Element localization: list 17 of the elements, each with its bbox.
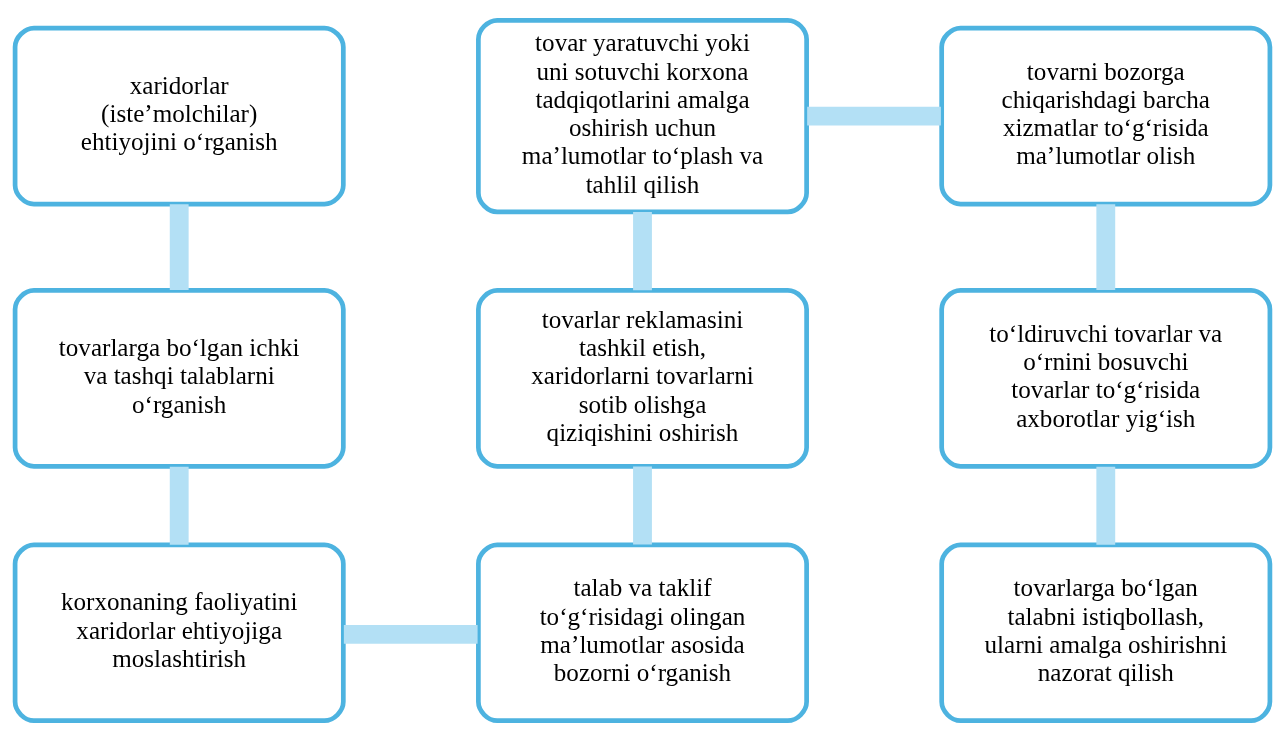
- node-box: korxonaning faoliyatini xaridorlar ehtiyojiga moslashtirish: [12, 541, 346, 723]
- connector: [169, 466, 189, 545]
- connector: [1096, 203, 1116, 290]
- connector: [633, 211, 652, 290]
- connector: [807, 106, 941, 125]
- node-box: tovarlarga bo‘lgan ichki va tashqi talablarni o‘rganish: [12, 287, 346, 469]
- node-box: tovarlarga bo‘lgan talabni istiqbollash, ularni amalga oshirishni nazorat qilish: [939, 541, 1273, 723]
- node-box: to‘ldiruvchi tovarlar va o‘rnini bosuvchi tovarlar to‘g‘risida axborotlar yig‘ish: [939, 287, 1273, 469]
- node-box: tovarlar reklamasini tashkil etish, xaridorlarni tovarlarni sotib olishga qiziqishini oshirish: [476, 287, 809, 469]
- node-box: tovarni bozorga chiqarishdagi barcha xizmatlar to‘g‘risida ma’lumotlar olish: [939, 25, 1273, 206]
- node-box: xaridorlar (iste’molchilar) ehtiyojini o‘rganish: [12, 25, 346, 206]
- connector: [1096, 466, 1116, 545]
- connector: [343, 624, 478, 644]
- node-box: talab va taklif to‘g‘risidagi olingan ma’lumotlar asosida bozorni o‘rganish: [476, 541, 809, 723]
- node-box: tovar yaratuvchi yoki uni sotuvchi korxona tadqiqotlarini amalga oshirish uchun ma’lumotlar to‘plash va tahlil qilish: [476, 17, 809, 214]
- connector: [633, 465, 652, 544]
- connector: [169, 203, 189, 290]
